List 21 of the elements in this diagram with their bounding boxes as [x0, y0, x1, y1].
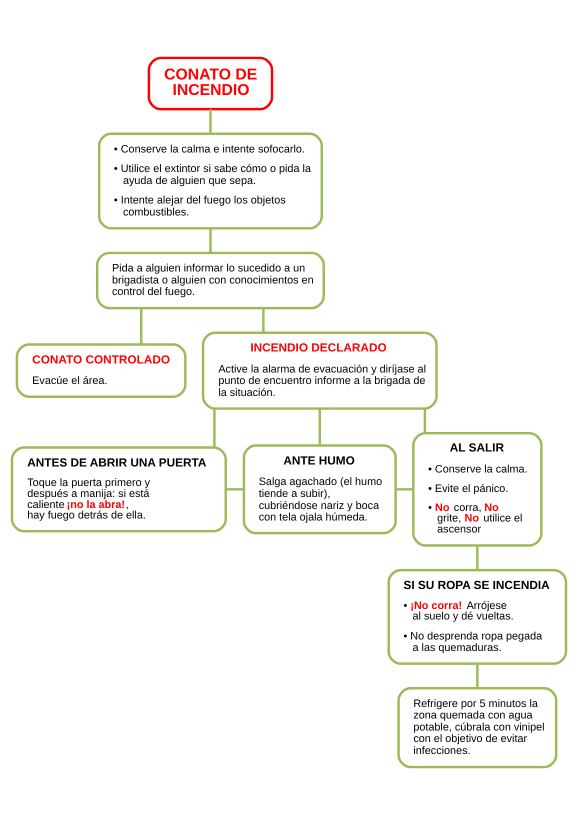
- connector: [213, 408, 216, 447]
- node-box: Pida a alguien informar lo sucedido a un brigadista o alguien con conocimientos en control del fuego.: [96, 251, 325, 309]
- node-box: CONATO CONTROLADO Evacúe el área.: [16, 342, 187, 398]
- node-box: SI SU ROPA SE INCENDIA • ¡No corra! Arrójese al suelo y dé vueltas. • No desprenda ropa pegada a las quemaduras.: [388, 568, 568, 664]
- connector: [140, 308, 142, 344]
- node-box: CONATO DE INCENDIO: [148, 56, 274, 110]
- connector: [262, 308, 265, 332]
- connector: [476, 545, 479, 570]
- node-box: ANTE HUMO Salga agachado (el humo tiende a subir), cubriéndose nariz y boca con tela ojala húmeda.: [242, 444, 397, 534]
- connector: [209, 108, 212, 134]
- connector: [396, 488, 414, 490]
- node-box: ANTES DE ABRIR UNA PUERTA Toque la puerta primero y después a manija: si está caliente ¡no la abra!, hay fuego detrás de ella.: [10, 446, 227, 532]
- connector: [476, 663, 479, 688]
- connector: [226, 488, 244, 490]
- connector: [209, 228, 212, 252]
- connector: [318, 408, 321, 445]
- node-box: INCENDIO DECLARADO Active la alarma de evacuación y diríjase al punto de encuentro informe a la brigada de la situación.: [202, 331, 438, 410]
- node-box: AL SALIR • Conserve la calma. • Evite el pánico. • No corra, No grite, No utilice el ascensor: [412, 431, 543, 546]
- node-box: • Conserve la calma e intente sofocarlo. • Utilice el extintor si sabe cómo o pida la ayuda de alguien que sepa. • Intente alejar del fuego los objetos combustibles.: [98, 132, 323, 230]
- node-box: Refrigere por 5 minutos la zona quemada con agua potable, cúbrala con vinipel con el objetivo de evitar infecciones.: [397, 686, 558, 768]
- connector: [424, 408, 426, 433]
